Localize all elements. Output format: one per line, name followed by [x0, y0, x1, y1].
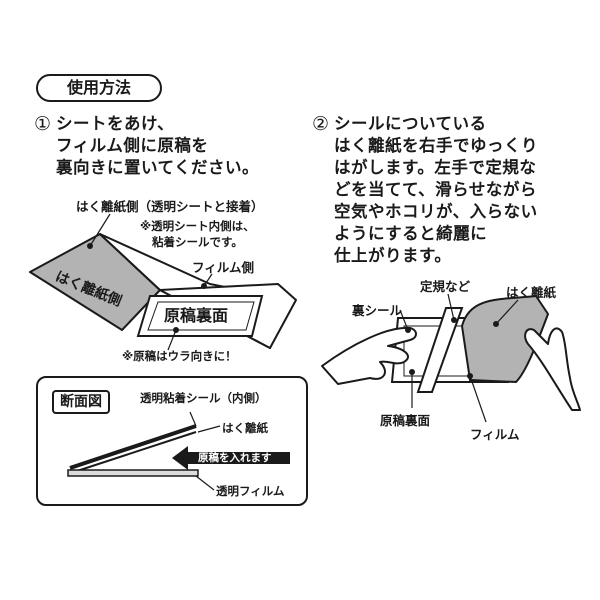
ruler-pointer	[447, 293, 455, 321]
release-paper-label: はく離紙	[506, 285, 557, 300]
step2-line: シールについている	[334, 114, 487, 133]
inner-adhesive-note-2: 粘着シールです。	[152, 235, 243, 249]
ruler-label: 定規など	[420, 279, 471, 294]
release-label: はく離紙	[222, 421, 268, 435]
original-back-text: 原稿裏面	[164, 306, 229, 325]
step2-number: ②	[312, 113, 330, 135]
insert-arrow-icon	[172, 446, 290, 470]
step2-text: シールについている はく離紙を右手でゆっくり はがします。左手で定規な どを当て…	[334, 113, 594, 267]
step2-line: 空気やホコリが、入らない	[334, 202, 538, 221]
adhesive-label: 透明粘着シール（内側）	[140, 391, 267, 405]
film-pointer-line	[469, 375, 487, 423]
face-down-note: ※原稿はウラ向きに！	[122, 349, 237, 363]
ruler	[416, 307, 464, 393]
upper-sheet-inner	[73, 431, 197, 473]
original-document	[136, 295, 264, 337]
back-seal-pointer	[399, 309, 409, 331]
release-pointer	[197, 425, 221, 433]
step1-line: シートをあけ、	[56, 114, 175, 133]
step2-line: ようにすると綺麗に	[334, 224, 488, 243]
release-paper-pointer	[495, 299, 519, 325]
upper-sheet	[69, 424, 197, 470]
original-document-inner	[147, 301, 255, 331]
insert-arrow-text: 原稿を入れます	[198, 452, 272, 464]
film-side-label: フィルム側	[192, 260, 255, 275]
back-seal-label: 裏シール	[352, 303, 403, 318]
face-down-pointer	[167, 329, 177, 351]
step1-text: シートをあけ、 フィルム側に原稿を 裏向きに置いてください。	[56, 113, 316, 179]
peeled-release-paper	[460, 294, 550, 384]
release-side-label: はく離紙側（透明シートと接着）	[76, 199, 264, 214]
step2-line: はがします。左手で定規な	[334, 158, 537, 177]
step2-line: 仕上がります。	[334, 246, 452, 265]
cross-section-badge: 断面図	[52, 390, 110, 414]
left-hand	[321, 326, 417, 385]
adhesive-pointer	[189, 411, 197, 427]
film-label: フィルム	[470, 427, 520, 442]
cross-section-box	[36, 376, 308, 506]
step2-line: どを当てて、滑らせながら	[334, 180, 537, 199]
film-pointer	[195, 475, 215, 491]
inner-adhesive-note-1: ※透明シート内側は、	[140, 219, 255, 233]
original-back-label: 原稿裏面	[380, 413, 431, 428]
right-hand	[524, 327, 581, 411]
film-side-pointer	[203, 273, 213, 287]
step1-number: ①	[34, 113, 52, 135]
section-title: 使用方法	[36, 74, 162, 102]
release-side-pointer	[89, 213, 111, 247]
step1-line: 裏向きに置いてください。	[56, 158, 260, 177]
lower-film	[67, 469, 199, 477]
step2-line: はく離紙を右手でゆっくり	[334, 136, 538, 155]
step1-line: フィルム側に原稿を	[56, 136, 209, 155]
clear-film-label: 透明フィルム	[216, 484, 285, 498]
